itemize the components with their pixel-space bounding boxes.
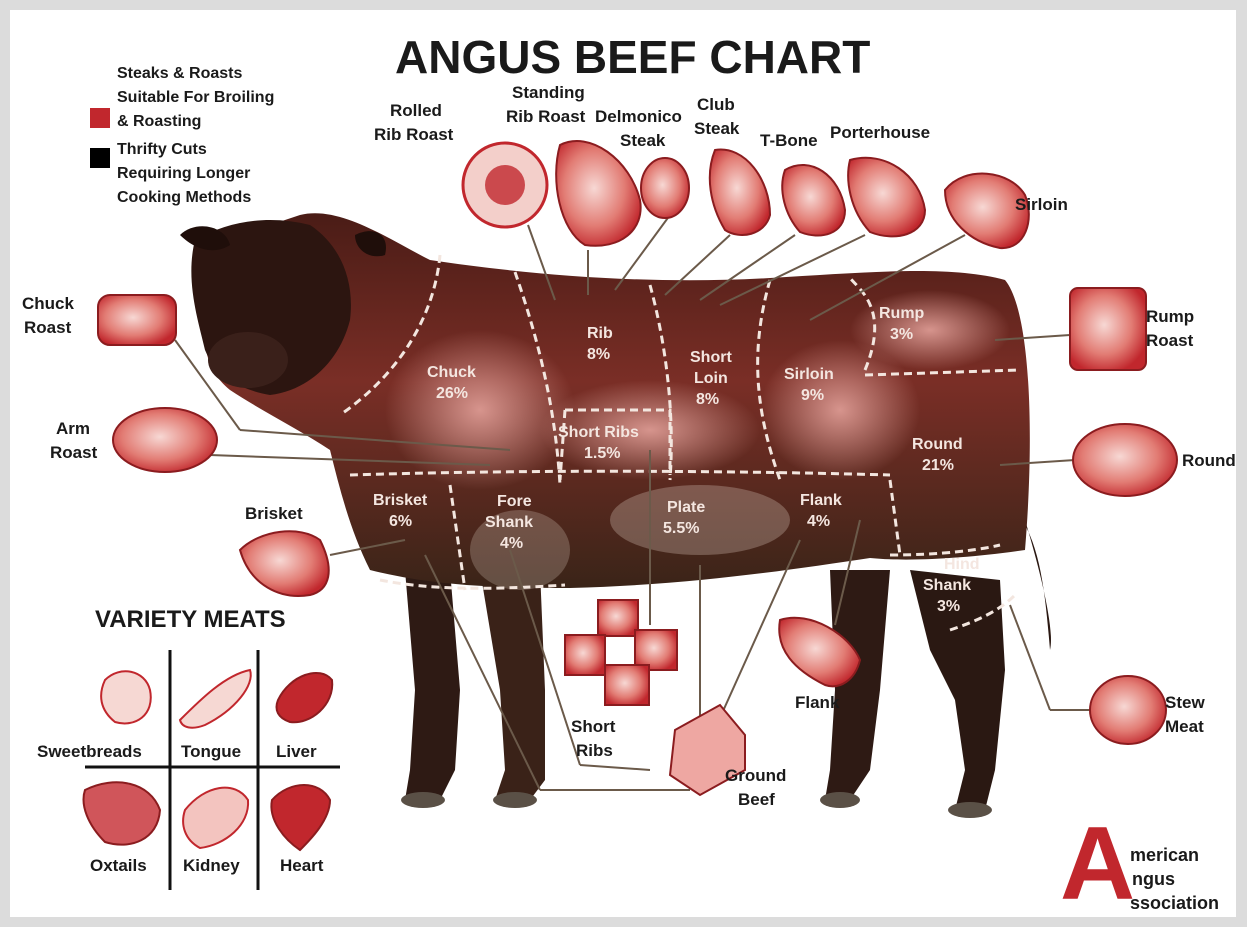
region-short-ribs-pct: 1.5% <box>584 443 620 464</box>
association-logo-letter: A <box>1060 812 1135 916</box>
region-hind-shank-line-2: Shank <box>923 575 971 596</box>
short-ribs-image-3 <box>565 635 605 675</box>
tongue-image <box>180 670 251 728</box>
variety-oxtails-label: Oxtails <box>90 855 147 877</box>
rolled-rib-roast-label-2: Rib Roast <box>374 124 453 146</box>
region-flank-pct: 4% <box>807 511 830 532</box>
association-line-1: merican <box>1130 842 1199 868</box>
legend-black-swatch <box>90 148 110 168</box>
region-rump-name: Rump <box>879 303 924 324</box>
short-ribs-cut-label-1: Short <box>571 716 615 738</box>
legend-black-line-1: Thrifty Cuts <box>117 138 207 162</box>
region-short-loin-pct: 8% <box>696 389 719 410</box>
brisket-cut-label: Brisket <box>245 503 303 525</box>
t-bone-label: T-Bone <box>760 130 818 152</box>
region-sirloin-pct: 9% <box>801 385 824 406</box>
rump-roast-label-1: Rump <box>1146 306 1194 328</box>
region-rib-pct: 8% <box>587 344 610 365</box>
arm-roast-image <box>113 408 217 472</box>
short-ribs-cut-label-2: Ribs <box>576 740 613 762</box>
club-steak-label-2: Steak <box>694 118 739 140</box>
variety-meats-grid <box>84 650 340 890</box>
region-round-name: Round <box>912 434 963 455</box>
standing-rib-roast-image <box>556 141 640 246</box>
legend-red-line-2: Suitable For Broiling <box>117 86 274 110</box>
region-short-ribs-name: Short Ribs <box>558 422 639 443</box>
variety-sweetbreads-label: Sweetbreads <box>37 741 142 763</box>
liver-image <box>277 673 333 722</box>
delmonico-steak-label-2: Steak <box>620 130 665 152</box>
region-hind-shank-line-1: Hind <box>944 554 980 575</box>
region-fore-shank-pct: 4% <box>500 533 523 554</box>
legend-black-line-2: Requiring Longer <box>117 162 250 186</box>
porterhouse-image <box>848 158 925 237</box>
region-rump-pct: 3% <box>890 324 913 345</box>
variety-liver-label: Liver <box>276 741 317 763</box>
kidney-image <box>183 788 248 848</box>
chuck-roast-label-2: Roast <box>24 317 71 339</box>
brisket-image <box>240 531 329 596</box>
arm-roast-label-2: Roast <box>50 442 97 464</box>
flank-steak-label: Flank <box>795 692 839 714</box>
region-rib-name: Rib <box>587 323 613 344</box>
chuck-roast-image <box>98 295 176 345</box>
rolled-rib-roast-label-1: Rolled <box>390 100 442 122</box>
ground-beef-label-2: Beef <box>738 789 775 811</box>
region-brisket-pct: 6% <box>389 511 412 532</box>
oxtails-image <box>84 782 160 844</box>
legend-black-line-3: Cooking Methods <box>117 186 251 210</box>
region-short-loin-line-1: Short <box>690 347 732 368</box>
t-bone-image <box>782 165 845 236</box>
legend-red-swatch <box>90 108 110 128</box>
rump-roast-label-2: Roast <box>1146 330 1193 352</box>
sirloin-steak-label: Sirloin <box>1015 194 1068 216</box>
association-line-3: ssociation <box>1130 890 1219 916</box>
chuck-roast-label-1: Chuck <box>22 293 74 315</box>
chart-title: ANGUS BEEF CHART <box>395 32 870 82</box>
delmonico-steak-image <box>641 158 689 218</box>
round-steak-image <box>1073 424 1177 496</box>
region-round-pct: 21% <box>922 455 954 476</box>
legend-red-line-1: Steaks & Roasts <box>117 62 242 86</box>
stew-meat-label-2: Meat <box>1165 716 1204 738</box>
region-fore-shank-line-2: Shank <box>485 512 533 533</box>
legend-red-line-3: & Roasting <box>117 110 201 134</box>
heart-image <box>271 785 330 850</box>
club-steak-label-1: Club <box>697 94 735 116</box>
region-brisket-name: Brisket <box>373 490 427 511</box>
variety-kidney-label: Kidney <box>183 855 240 877</box>
variety-tongue-label: Tongue <box>181 741 241 763</box>
short-ribs-image-4 <box>605 665 649 705</box>
variety-meats-heading: VARIETY MEATS <box>95 606 286 634</box>
sweetbreads-image <box>101 671 151 723</box>
region-short-loin-line-2: Loin <box>694 368 728 389</box>
stew-meat-image <box>1090 676 1166 744</box>
standing-rib-roast-label-2: Rib Roast <box>506 106 585 128</box>
association-line-2: ngus <box>1132 866 1175 892</box>
region-chuck-pct: 26% <box>436 383 468 404</box>
region-fore-shank-line-1: Fore <box>497 491 532 512</box>
variety-heart-label: Heart <box>280 855 323 877</box>
region-hind-shank-pct: 3% <box>937 596 960 617</box>
ground-beef-label-1: Ground <box>725 765 786 787</box>
region-plate-pct: 5.5% <box>663 518 699 539</box>
arm-roast-label-1: Arm <box>56 418 90 440</box>
region-plate-name: Plate <box>667 497 705 518</box>
club-steak-image <box>710 150 770 235</box>
stew-meat-label-1: Stew <box>1165 692 1205 714</box>
delmonico-steak-label-1: Delmonico <box>595 106 682 128</box>
rump-roast-image <box>1070 288 1146 370</box>
porterhouse-label: Porterhouse <box>830 122 930 144</box>
chart-canvas: ANGUS BEEF CHART Steaks & Roasts Suitabl… <box>10 10 1236 917</box>
region-sirloin-name: Sirloin <box>784 364 834 385</box>
region-flank-name: Flank <box>800 490 842 511</box>
short-ribs-image-1 <box>598 600 638 636</box>
standing-rib-roast-label-1: Standing <box>512 82 585 104</box>
round-steak-label: Round <box>1182 450 1236 472</box>
region-chuck-name: Chuck <box>427 362 476 383</box>
